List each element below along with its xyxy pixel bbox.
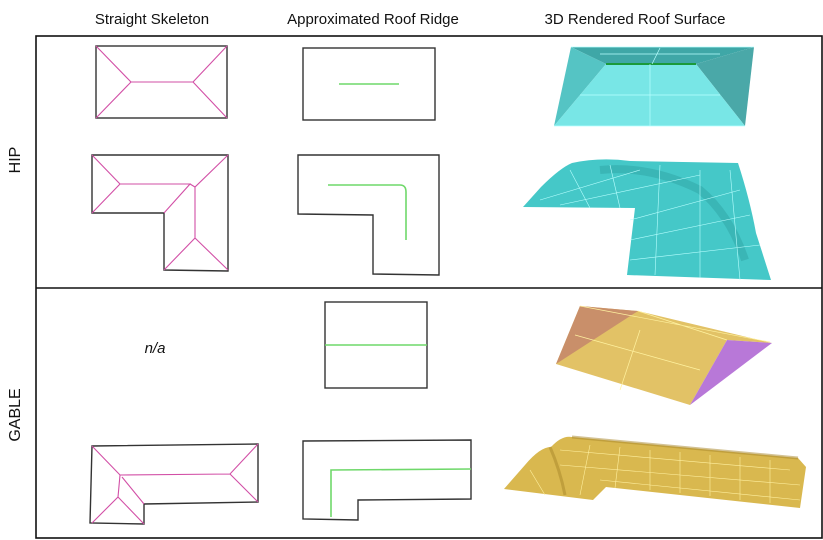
gable-rect-ridge <box>324 301 428 389</box>
hip-l-3d-surface <box>523 159 771 281</box>
table-frame <box>35 35 823 539</box>
hip-rect-3d-surface <box>554 46 754 127</box>
row-label-gable: GABLE <box>7 388 24 441</box>
hip-rect-ridge <box>302 47 436 121</box>
hip-rect-skeleton <box>95 45 228 119</box>
gable-l-skeleton <box>89 443 259 525</box>
hip-l-ridge <box>297 154 440 276</box>
header-straight-skeleton: Straight Skeleton <box>95 11 209 28</box>
gable-rect-3d-surface <box>556 305 772 405</box>
gable-l-3d-surface <box>504 435 806 508</box>
gable-rect-skeleton-na: n/a <box>145 340 166 357</box>
row-label-hip: HIP <box>7 147 24 174</box>
gable-l-ridge <box>302 439 472 521</box>
header-approximated-roof-ridge: Approximated Roof Ridge <box>287 11 459 28</box>
hip-l-skeleton <box>91 154 229 272</box>
header-3d-rendered-roof-surface: 3D Rendered Roof Surface <box>545 11 726 28</box>
